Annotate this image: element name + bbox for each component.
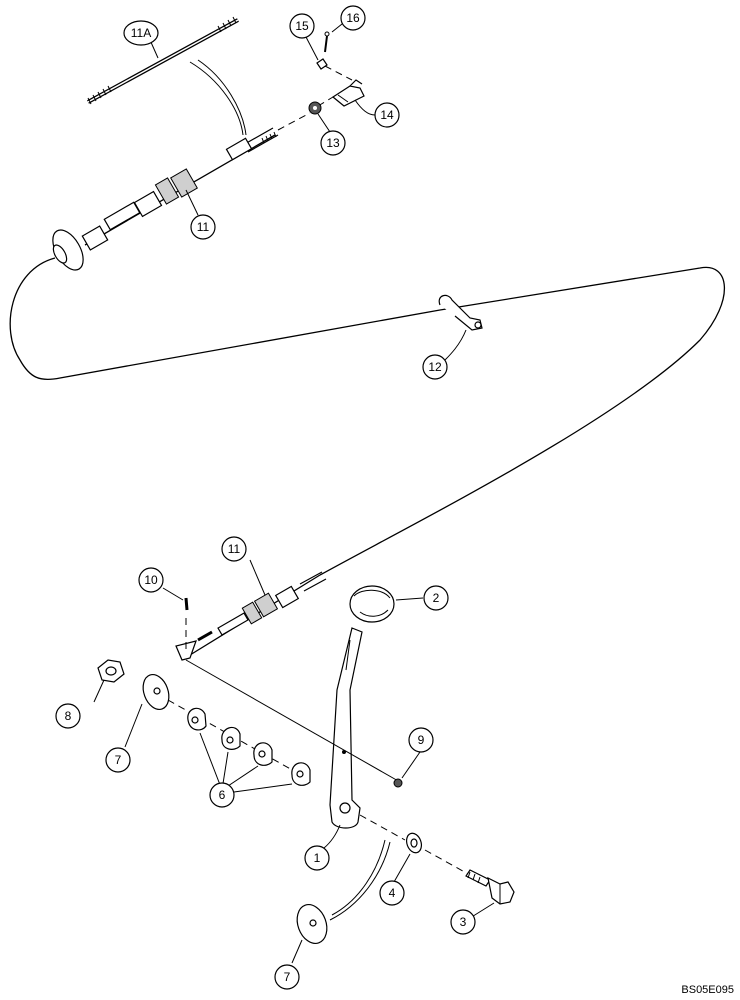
callout-7-upper: 7: [105, 747, 131, 773]
pin-10: [184, 597, 189, 650]
callout-12: 12: [422, 354, 448, 380]
washer-7-upper: [142, 673, 170, 711]
locknut-8: [97, 659, 125, 683]
callout-2: 2: [423, 585, 449, 611]
callout-11A: 11A: [123, 20, 159, 46]
svg-text:8: 8: [65, 709, 72, 723]
callout-14: 14: [374, 102, 400, 128]
washer-7-lower: [296, 904, 328, 944]
callout-1: 1: [304, 845, 330, 871]
svg-text:11: 11: [197, 220, 210, 234]
cotter-pin-16: [324, 31, 330, 53]
washer-4: [405, 832, 423, 854]
callout-11-upper: 11: [190, 214, 216, 240]
svg-text:11A: 11A: [131, 26, 151, 40]
callout-16: 16: [340, 5, 366, 31]
diagram-reference-code: BS05E095: [681, 984, 734, 996]
callout-3: 3: [450, 909, 476, 935]
svg-text:7: 7: [115, 753, 122, 767]
svg-text:14: 14: [380, 108, 394, 122]
svg-text:11: 11: [228, 542, 241, 556]
cable-end-upper: [52, 127, 279, 271]
svg-text:3: 3: [460, 915, 467, 929]
svg-text:2: 2: [433, 591, 440, 605]
nut-13: [308, 101, 322, 115]
cable-end-lower: [175, 571, 327, 661]
clevis-14: [331, 79, 365, 107]
svg-text:10: 10: [144, 573, 158, 587]
callout-8: 8: [55, 703, 81, 729]
callout-15: 15: [289, 13, 315, 39]
svg-text:12: 12: [428, 360, 442, 374]
callout-6: 6: [209, 782, 235, 808]
svg-text:16: 16: [346, 11, 360, 25]
cam-washers-6: [187, 707, 311, 786]
callout-13: 13: [320, 130, 346, 156]
callout-11-lower: 11: [221, 536, 247, 562]
nut-9: [393, 778, 403, 788]
callout-7-lower: 7: [274, 964, 300, 990]
reference-arc-11A: [189, 61, 244, 136]
svg-text:13: 13: [326, 136, 340, 150]
bolt-3: [465, 869, 515, 905]
cable-clamp-12: [438, 294, 483, 331]
callout-10: 10: [138, 567, 164, 593]
threaded-rod-11A: [87, 16, 239, 105]
throttle-cable-loop: [9, 257, 726, 576]
svg-text:1: 1: [314, 851, 321, 865]
callout-4: 4: [379, 880, 405, 906]
lever-1: [329, 627, 363, 829]
svg-text:9: 9: [418, 733, 425, 747]
svg-text:4: 4: [389, 886, 396, 900]
svg-text:7: 7: [284, 970, 291, 984]
pin-15: [316, 58, 353, 81]
reference-arc-7: [331, 839, 386, 916]
svg-text:15: 15: [295, 19, 309, 33]
svg-text:6: 6: [219, 788, 226, 802]
knob-2: [349, 585, 395, 623]
callout-9: 9: [408, 727, 434, 753]
